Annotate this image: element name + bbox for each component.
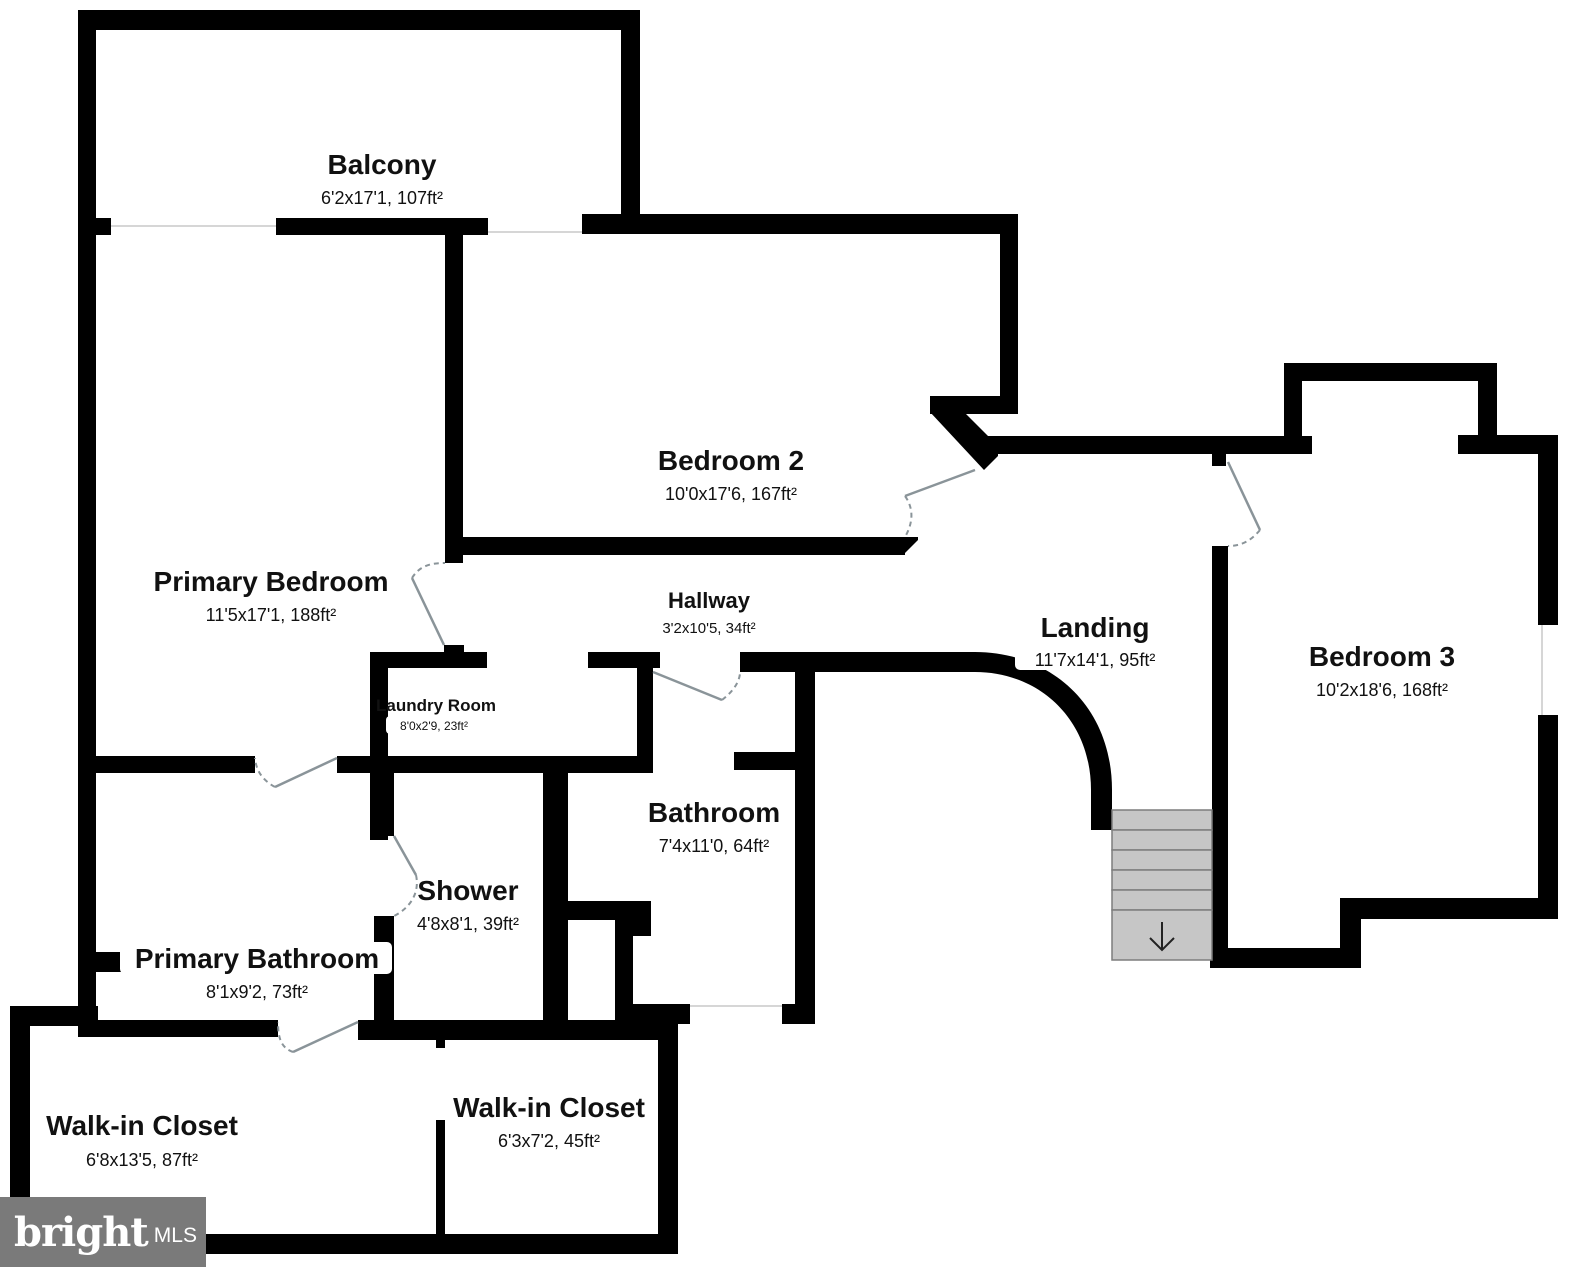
- logo-brand: bright: [14, 1208, 149, 1256]
- room-name-laundry-room: Laundry Room: [376, 696, 496, 715]
- room-name-walk-in-closet-1: Walk-in Closet: [46, 1110, 238, 1141]
- room-dims-walk-in-closet-1: 6'8x13'5, 87ft²: [86, 1150, 198, 1170]
- stair-step: [1111, 829, 1213, 851]
- room-name-bathroom: Bathroom: [648, 797, 780, 828]
- bright-mls-watermark: bright MLS: [0, 1197, 206, 1267]
- room-dims-hallway: 3'2x10'5, 34ft²: [662, 620, 755, 637]
- arrow-down-icon: [1149, 922, 1175, 952]
- doors: [254, 461, 1262, 1054]
- room-dims-primary-bathroom: 8'1x9'2, 73ft²: [206, 982, 308, 1002]
- room-name-balcony: Balcony: [328, 149, 437, 180]
- room-name-landing: Landing: [1041, 612, 1150, 643]
- walls: [10, 10, 1558, 1254]
- room-name-bedroom-3: Bedroom 3: [1309, 641, 1455, 672]
- stair-step: [1111, 809, 1213, 831]
- room-name-hallway: Hallway: [668, 588, 751, 613]
- room-name-bedroom-2: Bedroom 2: [658, 445, 804, 476]
- room-name-walk-in-closet-2: Walk-in Closet: [453, 1092, 645, 1123]
- room-name-primary-bedroom: Primary Bedroom: [154, 566, 389, 597]
- room-dims-laundry-room: 8'0x2'9, 23ft²: [400, 719, 468, 733]
- logo-suffix: MLS: [153, 1224, 197, 1247]
- stair-step: [1111, 889, 1213, 911]
- room-dims-bathroom: 7'4x11'0, 64ft²: [659, 836, 770, 856]
- room-dims-primary-bedroom: 11'5x17'1, 188ft²: [206, 605, 337, 625]
- staircase: [1111, 809, 1213, 961]
- room-dims-bedroom-2: 10'0x17'6, 167ft²: [665, 484, 797, 504]
- windows: [111, 218, 1558, 1024]
- room-dims-shower: 4'8x8'1, 39ft²: [417, 914, 519, 934]
- stair-step: [1111, 869, 1213, 891]
- room-dims-landing: 11'7x14'1, 95ft²: [1035, 650, 1156, 670]
- room-dims-balcony: 6'2x17'1, 107ft²: [321, 188, 443, 208]
- room-name-primary-bathroom: Primary Bathroom: [135, 943, 379, 974]
- room-labels: Balcony 6'2x17'1, 107ft² Bedroom 2 10'0x…: [46, 149, 1455, 1170]
- stair-step: [1111, 849, 1213, 871]
- room-dims-bedroom-3: 10'2x18'6, 168ft²: [1316, 680, 1448, 700]
- room-dims-walk-in-closet-2: 6'3x7'2, 45ft²: [498, 1131, 600, 1151]
- room-name-shower: Shower: [417, 875, 518, 906]
